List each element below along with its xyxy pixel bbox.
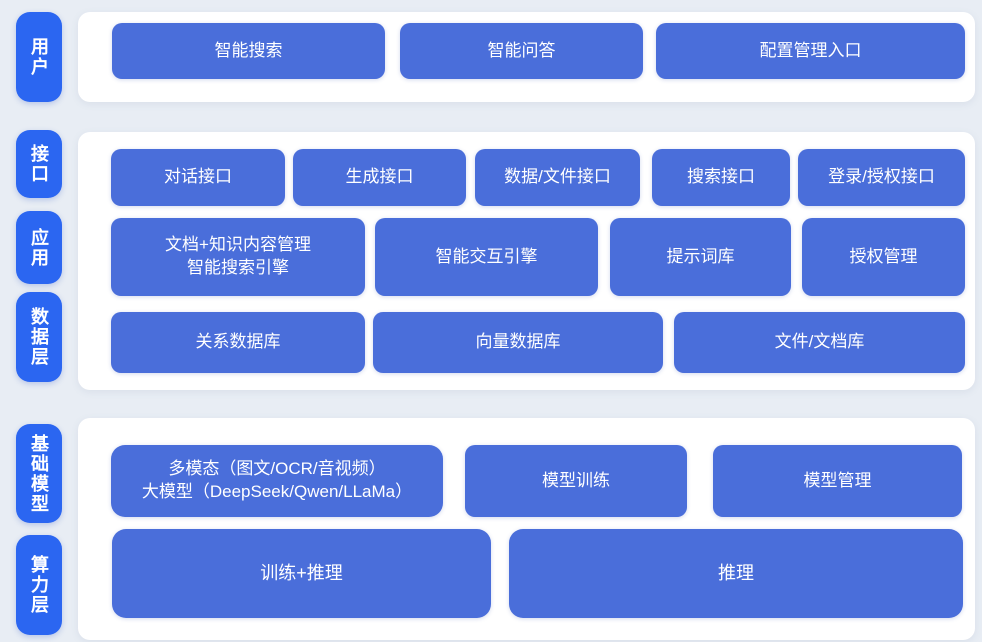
layer-label-application: 应用 [16,211,62,284]
block-doc-knowledge-search-engine: 文档+知识内容管理 智能搜索引擎 [111,218,365,296]
block-smart-qa: 智能问答 [400,23,643,79]
block-multimodal-llm: 多模态（图文/OCR/音视频） 大模型（DeepSeek/Qwen/LLaMa） [111,445,443,517]
block-search-api: 搜索接口 [652,149,790,206]
block-file-doc-store: 文件/文档库 [674,312,965,373]
block-interactive-engine: 智能交互引擎 [375,218,598,296]
block-model-management: 模型管理 [713,445,962,517]
block-vector-db: 向量数据库 [373,312,663,373]
block-smart-search: 智能搜索 [112,23,385,79]
layer-label-interface: 接口 [16,130,62,198]
block-inference: 推理 [509,529,963,618]
layer-label-user: 用户 [16,12,62,102]
block-relational-db: 关系数据库 [111,312,365,373]
block-data-file-api: 数据/文件接口 [475,149,640,206]
block-config-management-entry: 配置管理入口 [656,23,965,79]
block-prompt-library: 提示词库 [610,218,791,296]
block-training-inference: 训练+推理 [112,529,491,618]
block-dialog-api: 对话接口 [111,149,285,206]
block-login-auth-api: 登录/授权接口 [798,149,965,206]
layer-label-compute: 算力层 [16,535,62,635]
layer-label-data: 数据层 [16,292,62,382]
layer-label-foundation-model: 基础模型 [16,424,62,523]
block-model-training: 模型训练 [465,445,687,517]
block-auth-management: 授权管理 [802,218,965,296]
block-generation-api: 生成接口 [293,149,466,206]
